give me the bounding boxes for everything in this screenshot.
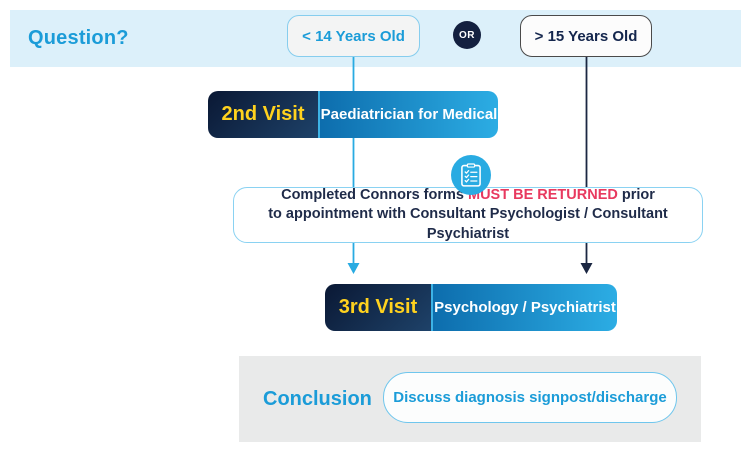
connors-note: Completed Connors forms MUST BE RETURNED… bbox=[233, 187, 703, 243]
option-over-15-label: > 15 Years Old bbox=[534, 27, 638, 45]
option-under-14-years: < 14 Years Old bbox=[287, 15, 420, 57]
or-badge: OR bbox=[453, 21, 481, 49]
connors-note-line1-suffix: prior bbox=[617, 186, 655, 203]
conclusion-section: Conclusion Discuss diagnosis signpost/di… bbox=[239, 356, 701, 442]
second-visit-description: Paediatrician for Medical bbox=[320, 91, 498, 138]
third-visit-node: 3rd Visit Psychology / Psychiatrist bbox=[325, 284, 617, 331]
conclusion-outcome: Discuss diagnosis signpost/discharge bbox=[383, 372, 677, 423]
second-visit-title: 2nd Visit bbox=[208, 91, 320, 138]
third-visit-description: Psychology / Psychiatrist bbox=[433, 284, 617, 331]
over15-arrowhead bbox=[580, 263, 593, 274]
connors-note-line1-prefix: Completed Connors forms bbox=[281, 186, 468, 203]
checklist-icon bbox=[451, 155, 491, 195]
question-label: Question? bbox=[28, 27, 129, 49]
connors-note-line2: to appointment with Consultant Psycholog… bbox=[268, 206, 668, 242]
third-visit-title: 3rd Visit bbox=[325, 284, 433, 331]
connors-note-line1: Completed Connors forms MUST BE RETURNED… bbox=[281, 186, 655, 206]
under14-arrowhead bbox=[347, 263, 360, 274]
option-under-14-label: < 14 Years Old bbox=[302, 27, 405, 45]
conclusion-label: Conclusion bbox=[263, 387, 372, 410]
connors-note-emphasis: MUST BE RETURNED bbox=[468, 186, 618, 203]
second-visit-node: 2nd Visit Paediatrician for Medical bbox=[208, 91, 498, 138]
option-over-15-years: > 15 Years Old bbox=[520, 15, 652, 57]
